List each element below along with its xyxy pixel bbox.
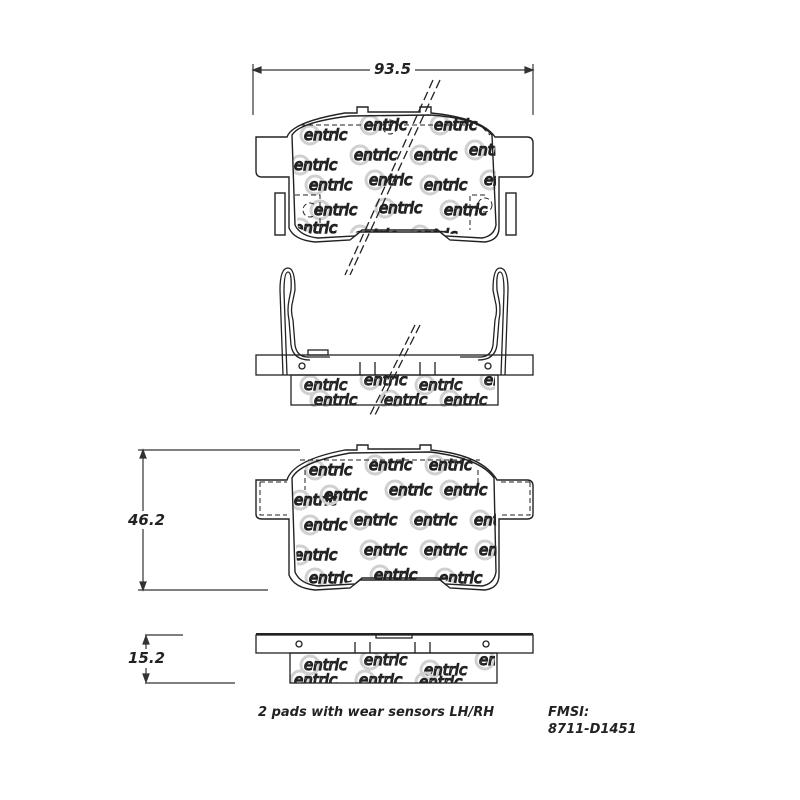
top-pad-side-view: [255, 267, 534, 416]
pad-description: 2 pads with wear sensors LH/RH: [258, 705, 495, 720]
height-dimension-label: 46.2: [124, 511, 170, 529]
thickness-dimension-label: 15.2: [124, 649, 170, 667]
top-pad-front-view: [255, 79, 534, 276]
bottom-pad-side-view: [255, 633, 534, 684]
fmsi-number: 8711-D1451: [548, 722, 637, 737]
thickness-dimension: [142, 634, 235, 684]
fmsi-label: FMSI:: [548, 705, 590, 720]
width-dimension-label: 93.5: [370, 60, 416, 78]
bottom-pad-front-view: [255, 444, 534, 591]
